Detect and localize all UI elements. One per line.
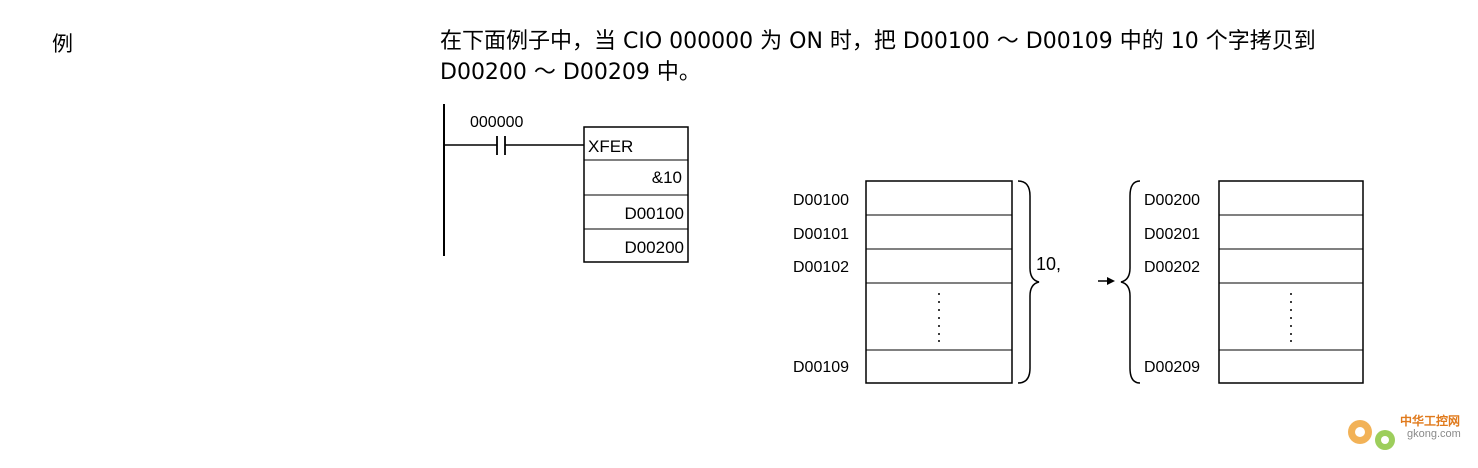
left-brace-icon: [1120, 180, 1141, 384]
transfer-arrow-icon: [1098, 277, 1115, 285]
source-address: D00102: [793, 259, 849, 276]
operand-source: D00100: [624, 204, 684, 223]
destination-address: D00209: [1144, 359, 1200, 376]
contact-address: 000000: [470, 114, 523, 131]
ladder-diagram: 000000 XFER &10 D00100 D00200: [443, 104, 689, 263]
instruction-name: XFER: [588, 137, 633, 156]
right-brace-icon: [1017, 180, 1040, 384]
watermark-gear-icon: [1348, 420, 1395, 450]
source-memory-block: D00100 D00101 D00102 D00109 10,: [793, 180, 1061, 384]
watermark-url: gkong.com: [1407, 428, 1461, 440]
operand-count: &10: [652, 168, 682, 187]
destination-table: [1218, 180, 1364, 384]
source-address: D00101: [793, 226, 849, 243]
watermark-text: 中华工控网: [1400, 414, 1461, 428]
source-address: D00100: [793, 192, 849, 209]
ellipsis-dots: [1290, 293, 1292, 342]
source-address: D00109: [793, 359, 849, 376]
word-count-label: 10,: [1036, 254, 1061, 274]
destination-memory-block: D00200 D00201 D00202 D00209: [1120, 180, 1364, 384]
ellipsis-dots: [938, 293, 940, 342]
operand-destination: D00200: [624, 238, 684, 257]
source-table: [865, 180, 1013, 384]
example-label: 例: [52, 32, 73, 56]
destination-address: D00202: [1144, 259, 1200, 276]
destination-address: D00201: [1144, 226, 1200, 243]
description-text: 在下面例子中，当 CIO 000000 为 ON 时，把 D00100 ～ D0…: [440, 29, 1316, 85]
destination-address: D00200: [1144, 192, 1200, 209]
